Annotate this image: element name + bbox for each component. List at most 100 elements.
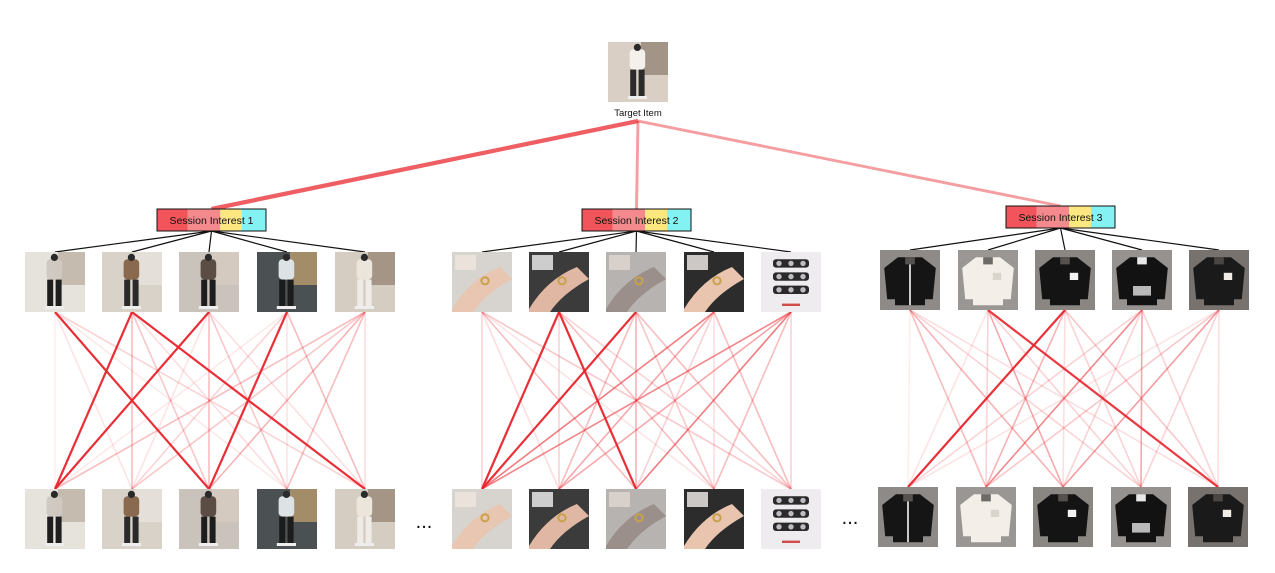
ellipsis-1: ... — [416, 511, 433, 533]
session-1-tree-line-1 — [54, 230, 212, 253]
session-1-link-3-5 — [208, 311, 366, 490]
target-edge-1 — [211, 118, 639, 212]
session-3-link-2-3 — [987, 309, 1064, 488]
session-1-top-thumbnail-3 — [179, 252, 239, 312]
session-1-link-3-1 — [54, 311, 210, 490]
session-3-tree-line-4 — [1060, 227, 1143, 251]
session-3-link-4-4 — [1140, 309, 1143, 488]
session-3-bottom-thumbnail-1 — [878, 487, 938, 547]
session-3-interest-segment-2 — [1036, 206, 1070, 228]
session-1-link-5-2 — [131, 311, 366, 490]
session-3-link-2-5 — [987, 309, 1219, 488]
session-3-interest-segment-4 — [1091, 206, 1115, 228]
session-1-tree-line-4 — [211, 230, 288, 253]
session-1-bottom-thumbnail-4 — [257, 489, 317, 549]
session-1-link-5-3 — [208, 311, 366, 490]
session-2-interest-segment-1 — [582, 209, 613, 231]
interest-box-layer: Session Interest 1 Session Interest 2 Sess… — [156, 205, 1116, 232]
session-2-top-thumbnail-2 — [529, 252, 589, 312]
session-2-link-3-4 — [635, 311, 715, 490]
tree-line-layer — [54, 227, 1220, 253]
session-1-link-3-2 — [131, 311, 210, 490]
session-3-tree-line-1 — [909, 227, 1061, 251]
session-1-interest-segment-2 — [187, 209, 221, 231]
session-2-link-5-4 — [713, 311, 792, 490]
session-1-link-5-1 — [54, 311, 366, 490]
session-3-link-4-3 — [1062, 309, 1143, 488]
session-1-link-5-4 — [286, 311, 366, 490]
session-1-top-thumbnail-1 — [25, 252, 85, 312]
session-1-interest-segment-1 — [157, 209, 188, 231]
session-3-tree-line-3 — [1059, 227, 1066, 251]
session-2-tree-line-3 — [635, 230, 638, 253]
session-2-top-thumbnail-3 — [606, 252, 666, 312]
session-1-tree-line-3 — [208, 230, 213, 253]
session-1-link-2-4 — [131, 311, 288, 490]
session-3-interest-segment-1 — [1006, 206, 1037, 228]
session-3-link-1-1 — [907, 309, 911, 488]
session-2-link-3-1 — [481, 311, 637, 490]
session-3-top-thumbnail-3 — [1035, 250, 1095, 310]
session-1-bottom-thumbnail-2 — [102, 489, 162, 549]
session-3-link-4-2 — [985, 309, 1143, 488]
session-1-bottom-thumbnail-5 — [335, 489, 395, 549]
session-1-top-thumbnail-2 — [102, 252, 162, 312]
session-1-link-1-5 — [54, 311, 366, 490]
session-1-link-4-5 — [286, 311, 366, 490]
session-2-tree-line-2 — [558, 230, 637, 253]
session-1-link-1-4 — [54, 311, 288, 490]
session-2-top-thumbnail-4 — [684, 252, 744, 312]
session-2-bottom-thumbnail-1 — [452, 489, 512, 549]
session-3-link-1-4 — [909, 309, 1142, 488]
session-3-tree-line-5 — [1060, 227, 1220, 251]
session-2-tree-line-4 — [636, 230, 715, 253]
session-2-top-thumbnail-1 — [452, 252, 512, 312]
session-3-link-4-1 — [907, 309, 1143, 488]
ellipsis-2: ... — [842, 507, 859, 529]
session-3-link-3-2 — [985, 309, 1066, 488]
session-3-link-3-1 — [907, 309, 1066, 488]
session-interest-label-1: Session Interest 1 — [169, 215, 253, 227]
target-item: Target Item — [608, 42, 668, 119]
session-3-link-1-2 — [909, 309, 987, 488]
session-2-link-2-5 — [558, 311, 792, 490]
session-2-bottom-thumbnail-2 — [529, 489, 589, 549]
session-3-link-5-1 — [907, 309, 1220, 488]
session-1-link-2-1 — [53, 311, 134, 490]
target-edge-2 — [635, 120, 640, 210]
session-3-link-3-4 — [1064, 309, 1142, 488]
session-1-interest-segment-4 — [242, 209, 266, 231]
target-item-label: Target Item — [614, 108, 662, 119]
session-1-interest-segment-3 — [220, 209, 243, 231]
session-1-bottom-thumbnail-1 — [25, 489, 85, 549]
session-2-tree-line-5 — [636, 230, 792, 253]
target-item-image — [608, 42, 668, 102]
session-2-link-4-1 — [481, 311, 715, 490]
session-3-bottom-thumbnail-3 — [1033, 487, 1093, 547]
thumbnail-layer — [25, 250, 1249, 549]
session-2-tree-line-1 — [481, 230, 637, 253]
session-2-bottom-thumbnail-5 — [761, 489, 821, 549]
session-3-top-thumbnail-1 — [880, 250, 940, 310]
session-1-bottom-thumbnail-3 — [179, 489, 239, 549]
session-2-interest-segment-4 — [667, 209, 691, 231]
session-3-bottom-thumbnail-4 — [1111, 487, 1171, 547]
session-1-top-thumbnail-5 — [335, 252, 395, 312]
session-2-bottom-thumbnail-4 — [684, 489, 744, 549]
session-interest-label-3: Session Interest 3 — [1018, 212, 1102, 224]
session-3-interest-segment-3 — [1069, 206, 1092, 228]
session-3-bottom-thumbnail-2 — [956, 487, 1016, 547]
target-item-thumbnail — [608, 42, 668, 102]
session-1-tree-line-2 — [131, 230, 212, 253]
session-1-link-2-3 — [131, 311, 210, 490]
session-2-bottom-thumbnail-3 — [606, 489, 666, 549]
session-interest-box-2: Session Interest 2 — [581, 208, 692, 232]
session-3-link-5-5 — [1217, 309, 1220, 488]
session-2-link-4-5 — [713, 311, 792, 490]
session-2-link-2-1 — [480, 311, 561, 490]
session-3-link-3-5 — [1064, 309, 1219, 488]
session-2-interest-segment-2 — [612, 209, 646, 231]
session-2-link-5-1 — [481, 311, 792, 490]
session-3-top-thumbnail-4 — [1112, 250, 1172, 310]
